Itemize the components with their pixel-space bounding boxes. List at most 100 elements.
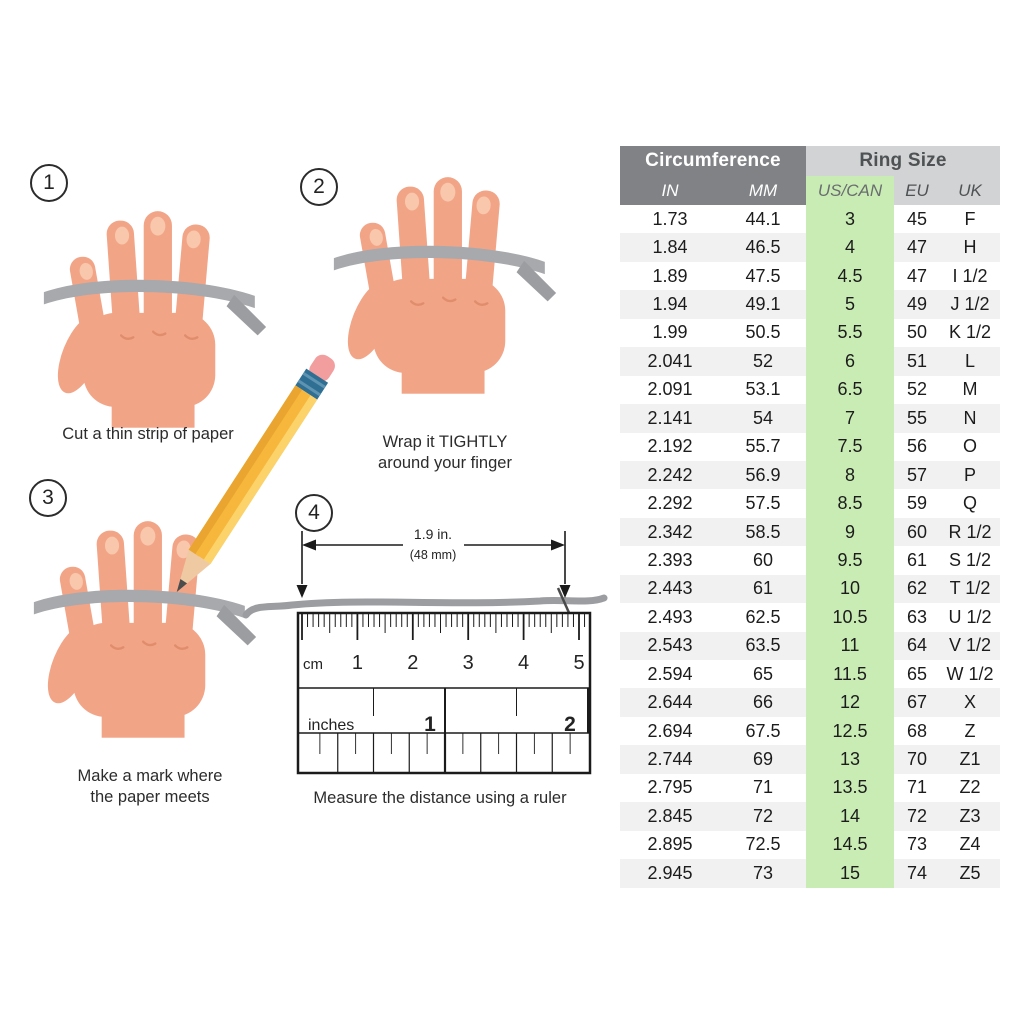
table-cell: 54 bbox=[720, 404, 806, 433]
step-2-number: 2 bbox=[300, 168, 338, 206]
table-cell: 60 bbox=[752, 549, 774, 570]
table-cell: T 1/2 bbox=[940, 574, 1000, 604]
table-cell: 61 bbox=[720, 574, 806, 604]
table-cell: 49.1 bbox=[720, 290, 806, 319]
step-1-number: 1 bbox=[30, 164, 68, 202]
table-cell: 47 bbox=[894, 233, 940, 262]
table-cell: 15 bbox=[806, 859, 894, 888]
step-2-hand-illustration bbox=[332, 158, 558, 394]
table-cell: 4 bbox=[806, 233, 894, 262]
svg-text:cm: cm bbox=[303, 656, 323, 673]
step-4-number: 4 bbox=[295, 494, 333, 532]
table-cell: 60 bbox=[894, 517, 940, 547]
table-cell: 58.5 bbox=[720, 517, 806, 547]
table-cell: 2.543 bbox=[620, 631, 720, 660]
table-cell: 7.5 bbox=[806, 432, 894, 461]
table-cell: 63.5 bbox=[720, 631, 806, 660]
table-cell: U 1/2 bbox=[948, 606, 992, 627]
table-cell: Z4 bbox=[959, 834, 981, 855]
table-cell: 9.5 bbox=[806, 546, 894, 575]
table-cell: 44.1 bbox=[745, 208, 781, 229]
table-cell: 6.5 bbox=[806, 375, 894, 405]
column-header-uk: UK bbox=[940, 176, 1000, 205]
table-cell: 13.5 bbox=[806, 773, 894, 803]
table-cell: 14.5 bbox=[806, 830, 894, 860]
table-cell: 1.73 bbox=[652, 208, 688, 229]
table-cell: X bbox=[940, 688, 1000, 717]
step-1-caption: Cut a thin strip of paper bbox=[62, 425, 234, 443]
svg-text:inches: inches bbox=[308, 717, 354, 734]
step-4-caption: Measure the distance using a ruler bbox=[313, 789, 567, 807]
paper-strip bbox=[33, 589, 257, 646]
paper-strip bbox=[242, 594, 608, 619]
svg-text:1: 1 bbox=[424, 713, 436, 736]
table-cell: 14 bbox=[806, 802, 894, 831]
table-cell: 1.99 bbox=[652, 322, 688, 343]
table-cell: 68 bbox=[906, 720, 928, 741]
table-cell: 69 bbox=[720, 745, 806, 774]
svg-text:2: 2 bbox=[407, 652, 418, 674]
table-cell: 62 bbox=[894, 574, 940, 604]
table-cell: V 1/2 bbox=[940, 631, 1000, 660]
table-cell: 11.5 bbox=[806, 660, 894, 689]
svg-text:3: 3 bbox=[463, 652, 474, 674]
table-cell: 2.091 bbox=[647, 379, 693, 400]
table-cell: 10 bbox=[806, 574, 894, 604]
table-cell: 62.5 bbox=[745, 606, 781, 627]
step-2-caption: Wrap it TIGHTLY around your finger bbox=[378, 433, 512, 473]
table-cell: 12 bbox=[806, 688, 894, 717]
table-cell: 12.5 bbox=[806, 716, 894, 746]
table-cell: 5.5 bbox=[806, 318, 894, 348]
table-cell: 2.242 bbox=[620, 460, 720, 490]
column-header-us-can: US/CAN bbox=[806, 176, 894, 205]
table-cell: 45 bbox=[906, 208, 928, 229]
table-cell: Z3 bbox=[940, 802, 1000, 831]
table-cell: 61 bbox=[906, 549, 928, 570]
table-cell: 6 bbox=[806, 347, 894, 376]
table-cell: 8.5 bbox=[806, 489, 894, 518]
pencil-ferrule bbox=[295, 368, 329, 400]
column-header-mm: MM bbox=[720, 176, 806, 205]
table-cell: 63 bbox=[906, 606, 928, 627]
table-cell: 2.141 bbox=[620, 404, 720, 433]
table-cell: 7 bbox=[806, 404, 894, 433]
table-cell: 72 bbox=[720, 802, 806, 831]
table-cell: 56.9 bbox=[720, 460, 806, 490]
table-cell: 52 bbox=[906, 379, 928, 400]
table-cell: 47.5 bbox=[745, 265, 781, 286]
svg-text:5: 5 bbox=[573, 652, 584, 674]
table-cell: 52 bbox=[720, 347, 806, 376]
svg-text:2: 2 bbox=[564, 713, 576, 736]
table-cell: 53.1 bbox=[745, 379, 781, 400]
table-cell: 57 bbox=[894, 460, 940, 490]
hand-illustration bbox=[33, 521, 257, 738]
pencil-body bbox=[188, 385, 318, 564]
hand-illustration bbox=[333, 177, 557, 394]
table-cell: Z bbox=[964, 720, 976, 741]
table-cell: 8 bbox=[806, 460, 894, 490]
table-cell: 1.84 bbox=[620, 233, 720, 262]
fingernails bbox=[69, 526, 191, 590]
table-cell: 2.795 bbox=[647, 777, 693, 798]
table-cell: 2.895 bbox=[647, 834, 693, 855]
table-cell: 10.5 bbox=[806, 603, 894, 632]
table-cell: 73 bbox=[906, 834, 928, 855]
table-cell: 67 bbox=[894, 688, 940, 717]
table-cell: 2.292 bbox=[647, 493, 693, 514]
table-cell: 2.493 bbox=[647, 606, 693, 627]
group-header-circumference: Circumference bbox=[620, 146, 806, 176]
table-cell: 2.342 bbox=[620, 517, 720, 547]
table-cell: 2.845 bbox=[620, 802, 720, 831]
table-cell: 1.89 bbox=[652, 265, 688, 286]
table-cell: Z2 bbox=[959, 777, 981, 798]
table-cell: 55.7 bbox=[745, 436, 781, 457]
table-cell: 72 bbox=[894, 802, 940, 831]
table-cell: 2.644 bbox=[620, 688, 720, 717]
group-header-ring-size: Ring Size bbox=[806, 146, 1000, 176]
table-cell: 50.5 bbox=[745, 322, 781, 343]
svg-text:1.9 in.: 1.9 in. bbox=[414, 526, 452, 542]
table-cell: H bbox=[940, 233, 1000, 262]
table-cell: 2.594 bbox=[647, 663, 693, 684]
